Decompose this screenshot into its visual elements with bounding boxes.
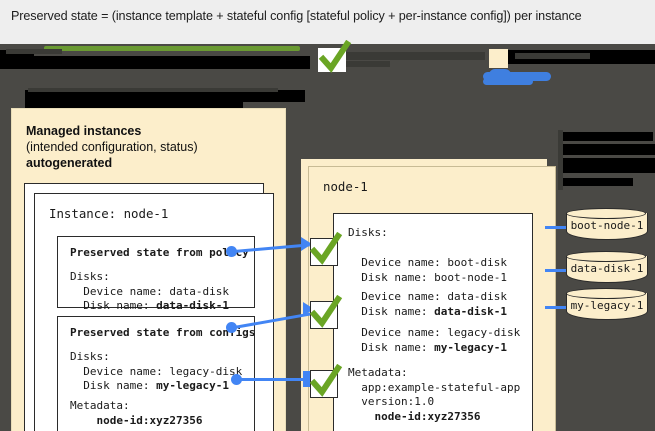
diagram-canvas: Managed instances (intended configuratio…: [0, 40, 655, 431]
node-label: node-1: [323, 179, 368, 194]
node-boot-disk: Device name: boot-disk Disk name: boot-n…: [361, 256, 507, 284]
caption-band: Preserved state = (instance template + s…: [0, 0, 655, 45]
disk-my-legacy-1: my-legacy-1: [566, 288, 648, 324]
configs-disks: Disks: Device name: legacy-disk Disk nam…: [70, 350, 243, 392]
disk-top: [566, 251, 646, 262]
panel-title-line2: (intended configuration, status): [26, 140, 198, 154]
connector-line-node-id: [239, 378, 305, 381]
connector-arrow-data-disk: [301, 237, 312, 251]
disk-label: data-disk-1: [570, 262, 644, 275]
disk-connector-boot: [545, 226, 567, 229]
redaction-bar: [563, 132, 653, 141]
blue-highlight: [483, 72, 551, 81]
blue-highlight: [483, 78, 533, 85]
panel-title: Managed instances (intended configuratio…: [26, 123, 198, 171]
configs-heading: Preserved state from configs: [70, 326, 256, 339]
node-metadata: Metadata: app:example-stateful-app versi…: [348, 366, 521, 423]
managed-instances-panel: Managed instances (intended configuratio…: [11, 108, 286, 431]
instance-label: Instance: node-1: [49, 206, 169, 221]
policy-heading: Preserved state from policy: [70, 246, 249, 259]
configs-node-id: node-id:xyz27356: [83, 413, 203, 427]
disk-connector-data: [545, 269, 567, 272]
accent-rule-2: [258, 46, 300, 51]
redaction-bar: [6, 49, 62, 54]
redaction-bar: [28, 88, 278, 92]
redaction-bar: [563, 178, 633, 186]
panel-title-line3: autogenerated: [26, 156, 113, 170]
check-icon: [309, 232, 343, 265]
node-data-disk-name: data-disk-1: [434, 304, 507, 318]
redaction-bar: [515, 53, 590, 59]
disk-boot-node-1: boot-node-1: [566, 208, 648, 244]
redaction-bar: [25, 90, 305, 102]
accent-rule: [44, 46, 266, 51]
connector-dot-legacy-disk: [226, 322, 237, 333]
check-node-id: [309, 364, 343, 398]
node-disks-label: Disks:: [348, 226, 388, 239]
node-legacy-disk-name: my-legacy-1: [434, 340, 507, 354]
disk-top: [566, 288, 646, 299]
check-header: [318, 40, 352, 73]
redaction-bar: [330, 61, 390, 67]
check-icon: [309, 295, 343, 328]
panel-title-line1: Managed instances: [26, 124, 142, 138]
policy-body: Disks: Device name: data-disk Disk name:…: [70, 270, 229, 312]
node-details-card: Disks: Device name: boot-disk Disk name:…: [333, 213, 533, 431]
node-data-disk: Device name: data-disk Disk name: data-d…: [361, 290, 507, 318]
redaction-bar: [563, 144, 655, 155]
preserved-state-configs-card: Preserved state from configs Disks: Devi…: [57, 316, 255, 431]
redaction-bar: [563, 158, 655, 173]
caption-text: Preserved state = (instance template + s…: [11, 9, 582, 23]
policy-disk-name: data-disk-1: [156, 299, 229, 312]
redaction-bar: [0, 56, 310, 69]
configs-metadata: Metadata: node-id:xyz27356: [70, 399, 203, 427]
check-icon: [309, 364, 343, 397]
check-data-disk: [309, 232, 343, 266]
connector-dot-node-id: [231, 374, 242, 385]
disk-connector-legacy: [545, 306, 567, 309]
disk-top: [566, 208, 646, 219]
node-panel: node-1 Disks: Device name: boot-disk Dis…: [308, 166, 556, 431]
header-tile: [489, 49, 508, 68]
check-legacy-disk: [309, 295, 343, 329]
check-icon: [318, 40, 352, 73]
instance-card: Instance: node-1 Preserved state from po…: [34, 193, 274, 431]
disk-label: boot-node-1: [570, 219, 644, 232]
blue-highlight: [489, 69, 511, 81]
preserved-state-policy-card: Preserved state from policy Disks: Devic…: [57, 236, 255, 312]
configs-disk-name: my-legacy-1: [156, 379, 229, 392]
redaction-bar: [330, 52, 485, 60]
node-metadata-nodeid: node-id:xyz27356: [361, 409, 481, 423]
connector-arrow-legacy-disk: [303, 302, 314, 316]
node-legacy-disk: Device name: legacy-disk Disk name: my-l…: [361, 326, 521, 354]
disk-label: my-legacy-1: [570, 299, 644, 312]
redaction-bar: [558, 130, 563, 190]
disk-data-disk-1: data-disk-1: [566, 251, 648, 287]
connector-dot-data-disk: [226, 246, 237, 257]
